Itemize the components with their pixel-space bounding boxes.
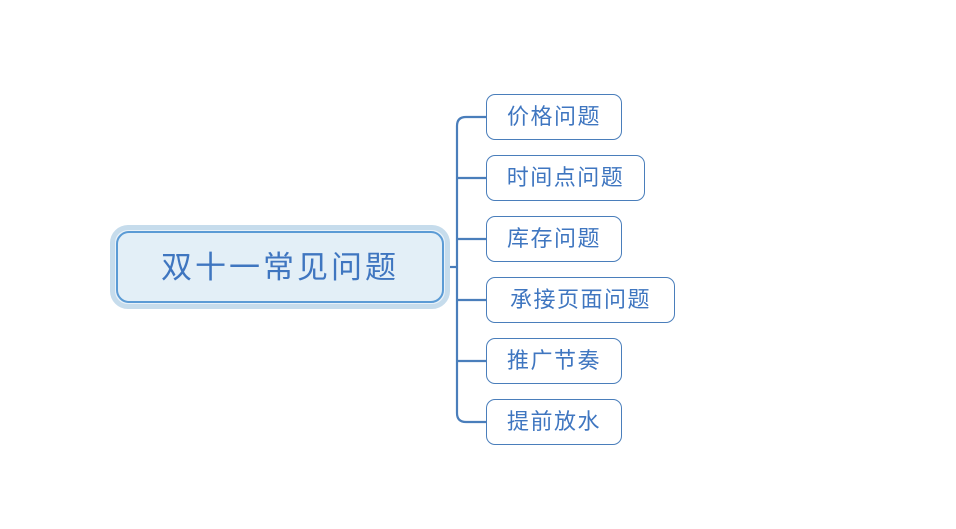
child-node-label: 库存问题 <box>507 228 601 250</box>
child-node-label: 承接页面问题 <box>510 289 651 311</box>
child-node-price[interactable]: 价格问题 <box>486 94 622 140</box>
child-node-early-release[interactable]: 提前放水 <box>486 399 622 445</box>
child-node-label: 时间点问题 <box>507 167 625 189</box>
child-node-label: 价格问题 <box>507 106 601 128</box>
root-node-inner: 双十一常见问题 <box>116 231 444 303</box>
child-node-landing-page[interactable]: 承接页面问题 <box>486 277 675 323</box>
child-node-label: 提前放水 <box>507 411 601 433</box>
child-node-label: 推广节奏 <box>507 350 601 372</box>
child-node-timing[interactable]: 时间点问题 <box>486 155 645 201</box>
child-node-inventory[interactable]: 库存问题 <box>486 216 622 262</box>
root-node[interactable]: 双十一常见问题 <box>110 225 450 309</box>
child-node-promotion-rhythm[interactable]: 推广节奏 <box>486 338 622 384</box>
root-node-label: 双十一常见问题 <box>161 252 399 283</box>
